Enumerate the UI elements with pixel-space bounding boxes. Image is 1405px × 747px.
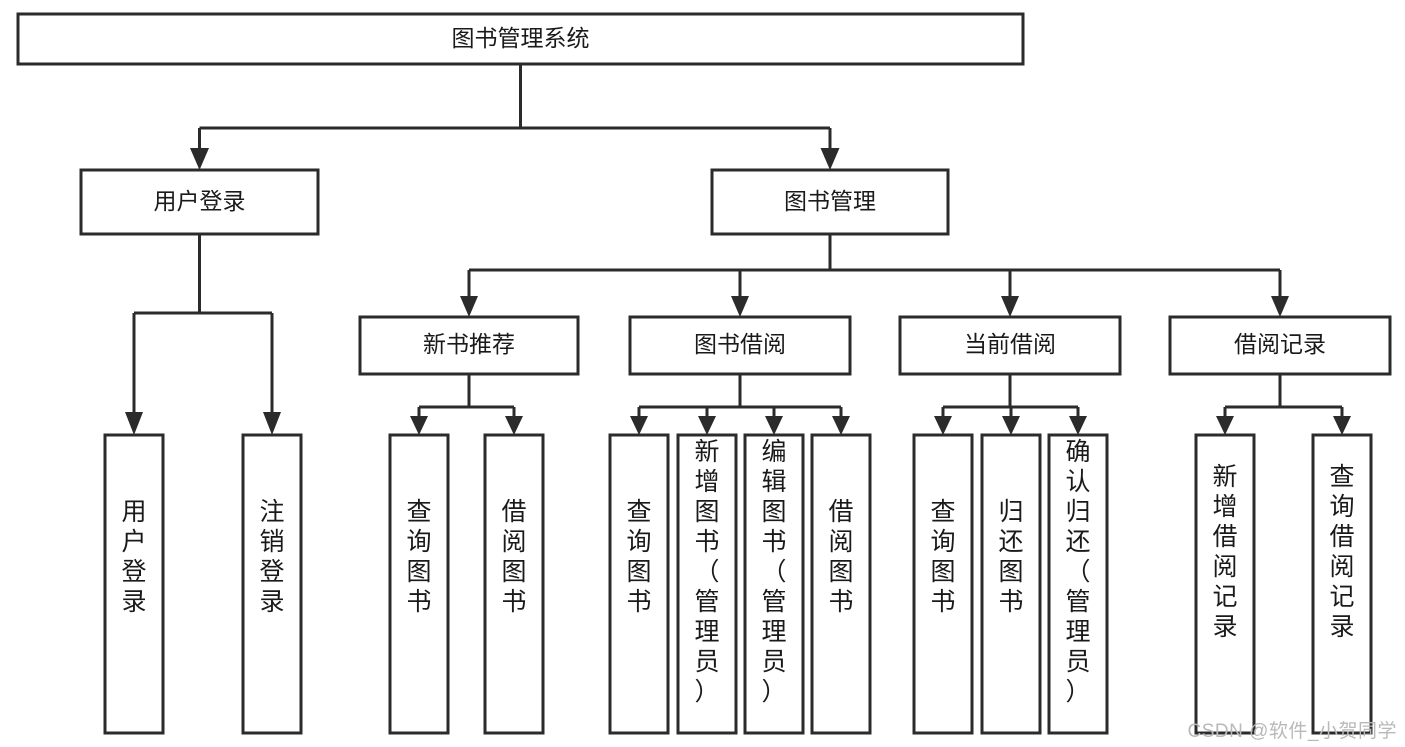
arrow-to-leaf-query-record [1333, 416, 1351, 435]
leaf-node-add-book[interactable]: 新增图书（管理员） [676, 433, 738, 735]
arrow-to-leaf-borrow-book-1 [505, 416, 523, 435]
arrow-to-leaf-return-book [1002, 416, 1020, 435]
leaf-node-logout-box[interactable] [241, 433, 303, 735]
node-book-borrow-box[interactable] [628, 315, 852, 376]
leaf-node-logout-label: 注销登录 [259, 498, 284, 616]
node-new-book-recommend-label: 新书推荐 [423, 331, 515, 357]
leaf-node-return-book-box[interactable] [980, 433, 1042, 735]
node-user-login-box[interactable] [79, 168, 320, 236]
node-book-borrow-label: 图书借阅 [694, 331, 786, 357]
leaf-node-logout[interactable]: 注销登录 [241, 433, 303, 735]
arrow-to-book-management [820, 148, 840, 170]
arrow-to-book-borrow [731, 296, 749, 317]
leaf-node-query-book-borrow-label: 查询图书 [626, 498, 651, 616]
leaf-node-query-borrow-record[interactable]: 查询借阅记录 [1311, 433, 1373, 735]
arrow-to-leaf-edit-book [765, 416, 783, 435]
node-book-management[interactable]: 图书管理 [710, 168, 950, 236]
leaf-node-return-book[interactable]: 归还图书 [980, 433, 1042, 735]
arrow-to-borrow-record [1271, 296, 1289, 317]
node-root-box[interactable] [16, 12, 1025, 66]
leaf-node-query-book-current-label: 查询图书 [930, 498, 955, 616]
leaf-node-confirm-return[interactable]: 确认归还（管理员） [1047, 433, 1109, 735]
leaf-node-query-book-recommend-label: 查询图书 [406, 498, 431, 616]
watermark-text: CSDN @软件_小贺同学 [1187, 721, 1397, 742]
node-book-management-label: 图书管理 [784, 188, 876, 214]
arrow-to-leaf-query-book-2 [630, 416, 648, 435]
node-book-management-box[interactable] [710, 168, 950, 236]
leaf-node-borrow-book-recommend-box[interactable] [483, 433, 545, 735]
leaf-node-query-book-current[interactable]: 查询图书 [912, 433, 974, 735]
arrow-to-new-book-recommend [460, 296, 478, 317]
arrow-to-leaf-add-book [698, 416, 716, 435]
leaf-node-add-borrow-record-box[interactable] [1194, 433, 1256, 735]
leaf-node-add-borrow-record-label: 新增借阅记录 [1212, 463, 1237, 641]
leaf-node-edit-book[interactable]: 编辑图书（管理员） [743, 433, 805, 735]
leaf-node-edit-book-label: 编辑图书（管理员） [761, 438, 786, 706]
node-root-label: 图书管理系统 [452, 25, 590, 51]
arrow-to-leaf-borrow-book-2 [832, 416, 850, 435]
leaf-node-user-login[interactable]: 用户登录 [103, 433, 165, 735]
arrow-to-leaf-logout [263, 412, 281, 435]
node-new-book-recommend-box[interactable] [358, 315, 580, 376]
arrow-to-leaf-user-login [125, 412, 143, 435]
leaf-node-return-book-label: 归还图书 [998, 498, 1023, 616]
node-book-borrow[interactable]: 图书借阅 [628, 315, 852, 376]
leaf-node-query-borrow-record-label: 查询借阅记录 [1329, 463, 1354, 641]
arrow-to-current-borrow [1001, 296, 1019, 317]
connector-layer [125, 64, 1351, 435]
leaf-node-query-book-borrow[interactable]: 查询图书 [608, 433, 670, 735]
leaf-node-edit-book-box[interactable] [743, 433, 805, 735]
arrow-to-user-login [190, 148, 209, 170]
arrow-to-leaf-query-book-3 [934, 416, 952, 435]
node-current-borrow-box[interactable] [898, 315, 1122, 376]
leaf-node-user-login-label: 用户登录 [121, 498, 146, 616]
leaf-node-query-book-borrow-box[interactable] [608, 433, 670, 735]
node-borrow-record-label: 借阅记录 [1234, 331, 1326, 357]
node-borrow-record-box[interactable] [1168, 315, 1392, 376]
node-new-book-recommend[interactable]: 新书推荐 [358, 315, 580, 376]
leaf-node-borrow-book[interactable]: 借阅图书 [810, 433, 872, 735]
leaf-node-query-borrow-record-box[interactable] [1311, 433, 1373, 735]
arrow-to-leaf-add-record [1216, 416, 1234, 435]
leaf-node-borrow-book-box[interactable] [810, 433, 872, 735]
leaf-node-add-book-box[interactable] [676, 433, 738, 735]
leaf-node-query-book-recommend[interactable]: 查询图书 [388, 433, 450, 735]
leaf-node-add-borrow-record[interactable]: 新增借阅记录 [1194, 433, 1256, 735]
leaf-node-borrow-book-recommend[interactable]: 借阅图书 [483, 433, 545, 735]
leaf-node-borrow-book-recommend-label: 借阅图书 [501, 498, 526, 616]
arrow-to-leaf-query-book-1 [410, 416, 428, 435]
leaf-node-query-book-current-box[interactable] [912, 433, 974, 735]
arrow-to-leaf-confirm-return [1069, 416, 1087, 435]
node-current-borrow[interactable]: 当前借阅 [898, 315, 1122, 376]
leaf-node-add-book-label: 新增图书（管理员） [694, 438, 719, 706]
leaf-node-query-book-recommend-box[interactable] [388, 433, 450, 735]
leaf-node-confirm-return-label: 确认归还（管理员） [1065, 438, 1090, 706]
node-user-login[interactable]: 用户登录 [79, 168, 320, 236]
leaf-node-user-login-box[interactable] [103, 433, 165, 735]
node-current-borrow-label: 当前借阅 [964, 331, 1056, 357]
leaf-node-confirm-return-box[interactable] [1047, 433, 1109, 735]
leaf-node-borrow-book-label: 借阅图书 [828, 498, 853, 616]
node-root[interactable]: 图书管理系统 [16, 12, 1025, 66]
node-borrow-record[interactable]: 借阅记录 [1168, 315, 1392, 376]
node-user-login-label: 用户登录 [154, 188, 246, 214]
